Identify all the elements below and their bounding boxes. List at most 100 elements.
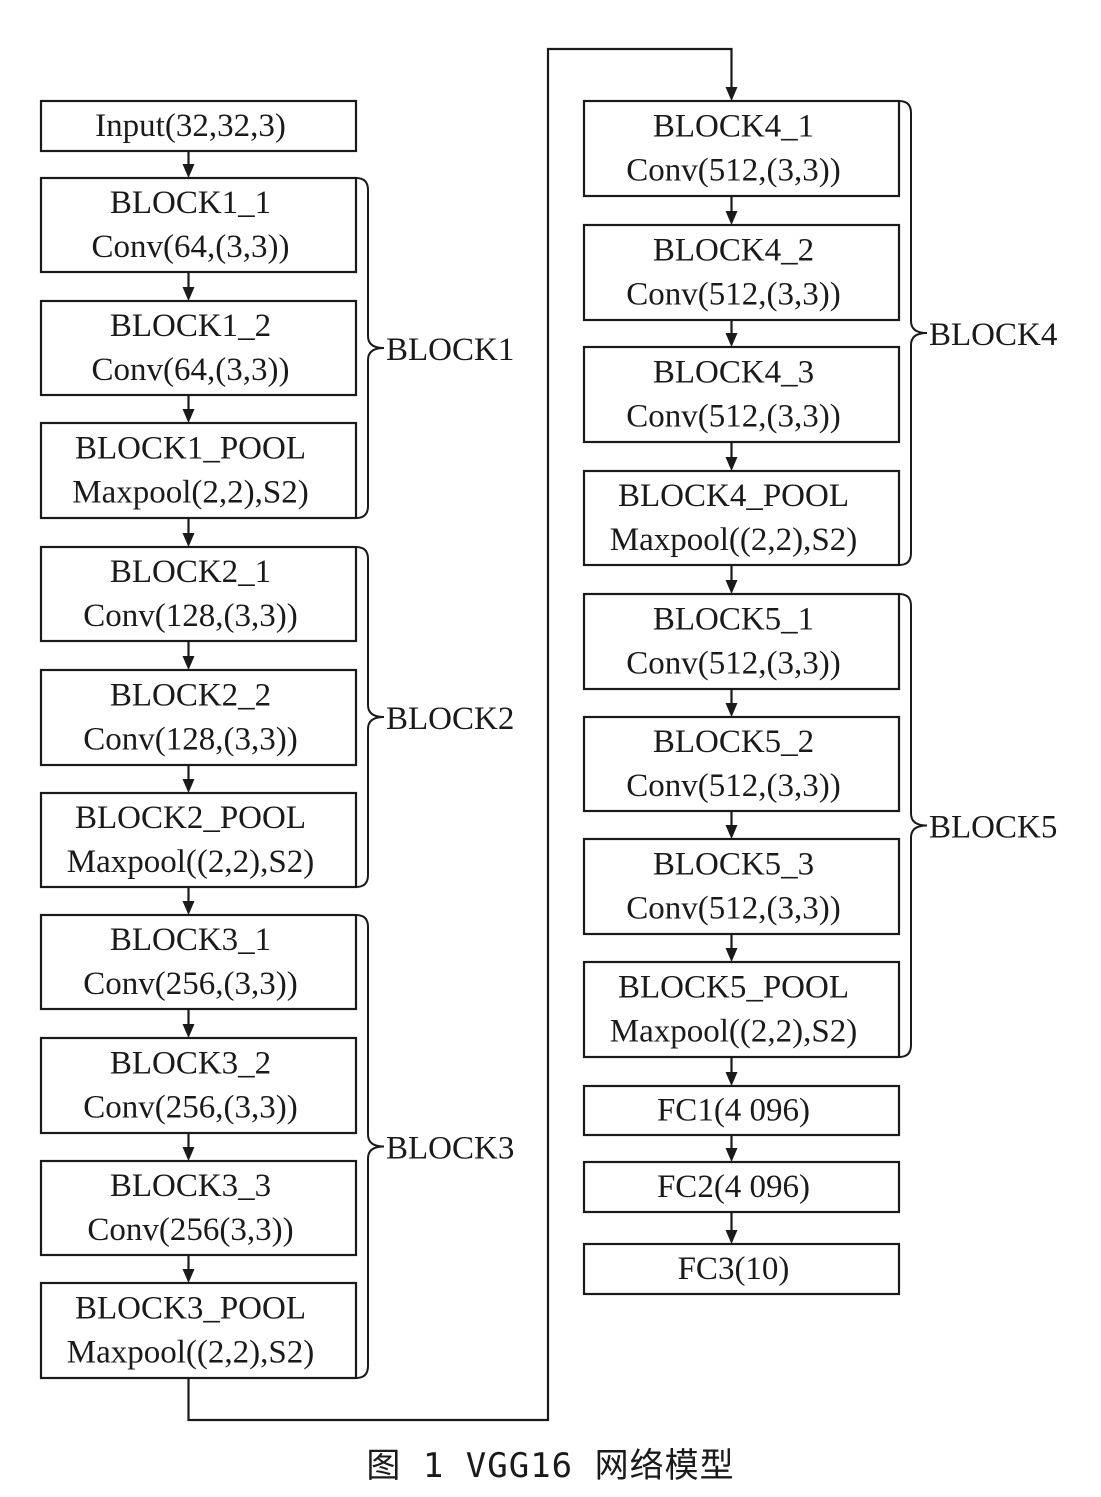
layer-name: BLOCK1_1 (110, 185, 271, 221)
group-label: BLOCK3 (386, 1131, 514, 1167)
edge-block5-3-to-block5-pool (725, 934, 738, 962)
edge-block4-2-to-block4-3 (725, 320, 738, 347)
arrowhead (725, 1148, 738, 1162)
group-label: BLOCK4 (929, 317, 1057, 353)
arrowhead (182, 1147, 195, 1161)
layer-name: BLOCK3_2 (110, 1046, 271, 1082)
layer-op: Conv(512,(3,3)) (626, 768, 840, 804)
edge-block5-pool-to-fc1 (725, 1057, 738, 1086)
arrowhead (725, 333, 738, 347)
layer-op: Conv(256,(3,3)) (83, 1090, 297, 1126)
layer-box-border (39, 1036, 358, 1135)
layer-name: FC3(10) (678, 1251, 790, 1287)
layer-name: BLOCK3_1 (110, 922, 271, 958)
layer-box-fc3: FC3(10) (582, 1242, 901, 1296)
edge-block2-1-to-block2-2 (182, 641, 195, 670)
group-brace-block4: BLOCK4 (898, 100, 1057, 566)
layer-name: BLOCK1_POOL (75, 431, 306, 467)
arrowhead (725, 703, 738, 717)
layer-op: Maxpool((2,2),S2) (67, 1335, 314, 1371)
layer-name: BLOCK2_POOL (75, 800, 306, 836)
arrowhead (182, 1269, 195, 1283)
arrowhead (182, 409, 195, 423)
brace-path (898, 100, 928, 566)
brace-path (355, 546, 385, 888)
group-brace-block2: BLOCK2 (355, 546, 514, 888)
arrowhead (725, 825, 738, 839)
arrowhead (725, 580, 738, 594)
group-brace-block1: BLOCK1 (355, 177, 514, 519)
edge-block3-2-to-block3-3 (182, 1133, 195, 1161)
edge-block1-2-to-block1-pool (182, 395, 195, 423)
group-brace-block3: BLOCK3 (355, 914, 514, 1379)
arrowhead (725, 457, 738, 471)
layer-box-border (582, 223, 901, 322)
layer-box-border (39, 791, 358, 889)
layer-name: BLOCK5_POOL (618, 970, 849, 1006)
layer-op: Conv(512,(3,3)) (626, 153, 840, 189)
layer-box-border (39, 176, 358, 274)
brace-path (355, 914, 385, 1379)
layer-box-border (39, 545, 358, 643)
arrowhead (182, 164, 195, 178)
edge-block3-pool-to-block4-1 (187, 47, 738, 1422)
layer-name: BLOCK4_3 (653, 355, 814, 391)
layer-op: Conv(256,(3,3)) (83, 966, 297, 1002)
layer-box-block2-pool: BLOCK2_POOL Maxpool((2,2),S2) (39, 791, 358, 889)
layer-box-block4-pool: BLOCK4_POOL Maxpool((2,2),S2) (582, 469, 901, 567)
layer-box-border (582, 469, 901, 567)
arrowhead (725, 1072, 738, 1086)
layer-name: BLOCK3_POOL (75, 1291, 306, 1327)
group-brace-block5: BLOCK5 (898, 593, 1057, 1058)
edge-block3-3-to-block3-pool (182, 1255, 195, 1283)
layer-op: Maxpool((2,2),S2) (610, 522, 857, 558)
arrowhead (725, 948, 738, 962)
layer-op: Maxpool((2,2),S2) (67, 844, 314, 880)
layer-box-fc2: FC2(4 096) (582, 1160, 901, 1214)
layer-box-border (39, 299, 358, 397)
layer-name: BLOCK4_POOL (618, 478, 849, 514)
layer-op: Conv(128,(3,3)) (83, 598, 297, 634)
layer-name: Input(32,32,3) (95, 108, 286, 144)
layer-box-border (39, 1159, 358, 1257)
figure-caption: 图 1 VGG16 网络模型 (366, 1446, 735, 1486)
edge-line (187, 47, 733, 1422)
arrowhead (182, 1024, 195, 1038)
brace-path (355, 177, 385, 519)
layer-name: BLOCK2_2 (110, 678, 271, 714)
layer-box-border (582, 1242, 901, 1296)
layer-name: BLOCK5_2 (653, 724, 814, 760)
arrowhead (182, 656, 195, 670)
layer-name: FC1(4 096) (657, 1093, 810, 1129)
layer-name: BLOCK5_1 (653, 602, 814, 638)
edge-block1-1-to-block1-2 (182, 272, 195, 301)
layer-box-block3-pool: BLOCK3_POOL Maxpool((2,2),S2) (39, 1281, 358, 1380)
edge-block2-2-to-block2-pool (182, 765, 195, 793)
layer-box-border (39, 668, 358, 767)
layer-box-border (39, 421, 358, 520)
layer-box-border (582, 837, 901, 936)
edge-block4-pool-to-block5-1 (725, 565, 738, 594)
edge-block1-pool-to-block2-1 (182, 518, 195, 547)
layer-op: Conv(64,(3,3)) (92, 352, 290, 388)
edges-layer (182, 47, 738, 1422)
layer-box-border (39, 1281, 358, 1380)
layer-name: BLOCK5_3 (653, 847, 814, 883)
layer-box-border (582, 1084, 901, 1137)
vgg16-diagram: Input(32,32,3)BLOCK1_1Conv(64,(3,3))BLOC… (39, 47, 1057, 1422)
layer-name: BLOCK3_3 (110, 1168, 271, 1204)
brace-path (898, 593, 928, 1058)
layer-box-border (39, 913, 358, 1011)
layer-op: Conv(512,(3,3)) (626, 891, 840, 927)
